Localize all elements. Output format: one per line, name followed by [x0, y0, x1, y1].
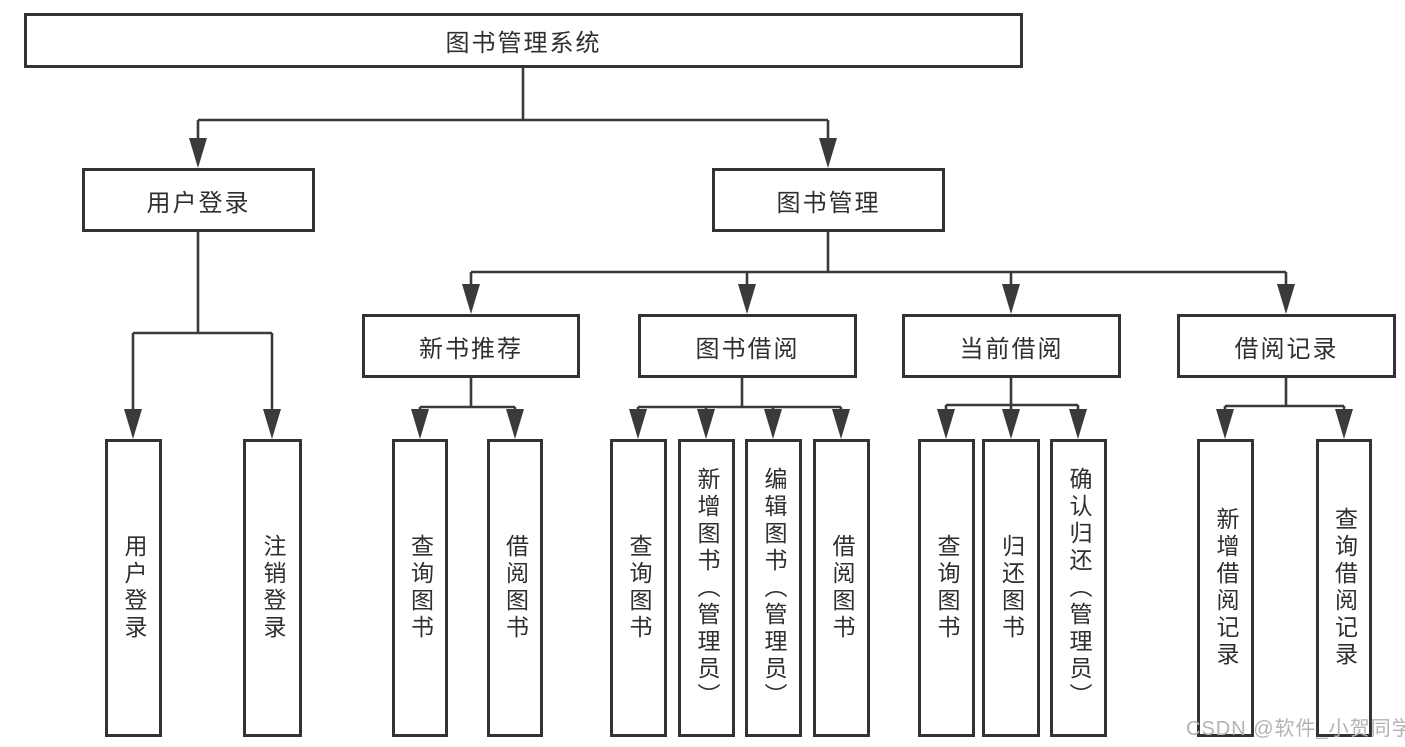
- leaf-current-query-books-label: 查询图书: [934, 534, 960, 642]
- leaf-return-books: 归还图书: [982, 439, 1040, 737]
- leaf-recommend-query-books-label: 查询图书: [407, 534, 434, 642]
- leaf-add-books-admin: 新增图书（管理员）: [678, 439, 735, 737]
- node-borrowing-records: 借阅记录: [1177, 314, 1396, 378]
- leaf-query-borrow-record-label: 查询借阅记录: [1331, 507, 1358, 669]
- leaf-edit-books-admin-label: 编辑图书（管理员）: [761, 466, 787, 710]
- leaf-recommend-borrow-books-label: 借阅图书: [502, 534, 529, 642]
- leaf-confirm-return-admin: 确认归还（管理员）: [1050, 439, 1107, 737]
- leaf-logout: 注销登录: [243, 439, 302, 737]
- leaf-return-books-label: 归还图书: [998, 534, 1025, 642]
- node-user-login: 用户登录: [82, 168, 315, 232]
- leaf-borrowing-query-books-label: 查询图书: [626, 534, 652, 642]
- node-book-borrowing: 图书借阅: [638, 314, 857, 378]
- leaf-borrowing-query-books: 查询图书: [610, 439, 667, 737]
- leaf-borrow-books-label: 借阅图书: [829, 534, 855, 642]
- leaf-add-borrow-record: 新增借阅记录: [1197, 439, 1254, 737]
- csdn-watermark: CSDN @软件_小贺同学: [1186, 718, 1405, 740]
- node-book-management: 图书管理: [712, 168, 945, 232]
- leaf-edit-books-admin: 编辑图书（管理员）: [745, 439, 802, 737]
- leaf-recommend-borrow-books: 借阅图书: [487, 439, 543, 737]
- leaf-add-borrow-record-label: 新增借阅记录: [1213, 507, 1239, 669]
- node-new-book-recommendation: 新书推荐: [362, 314, 580, 378]
- leaf-borrow-books: 借阅图书: [813, 439, 870, 737]
- leaf-current-query-books: 查询图书: [918, 439, 975, 737]
- leaf-query-borrow-record: 查询借阅记录: [1316, 439, 1372, 737]
- leaf-user-login: 用户登录: [105, 439, 162, 737]
- leaf-add-books-admin-label: 新增图书（管理员）: [694, 466, 720, 710]
- leaf-user-login-label: 用户登录: [121, 534, 147, 642]
- node-library-management-system: 图书管理系统: [24, 13, 1023, 68]
- node-current-borrowing: 当前借阅: [902, 314, 1121, 378]
- leaf-logout-label: 注销登录: [260, 534, 286, 642]
- leaf-recommend-query-books: 查询图书: [392, 439, 448, 737]
- leaf-confirm-return-admin-label: 确认归还（管理员）: [1066, 466, 1092, 710]
